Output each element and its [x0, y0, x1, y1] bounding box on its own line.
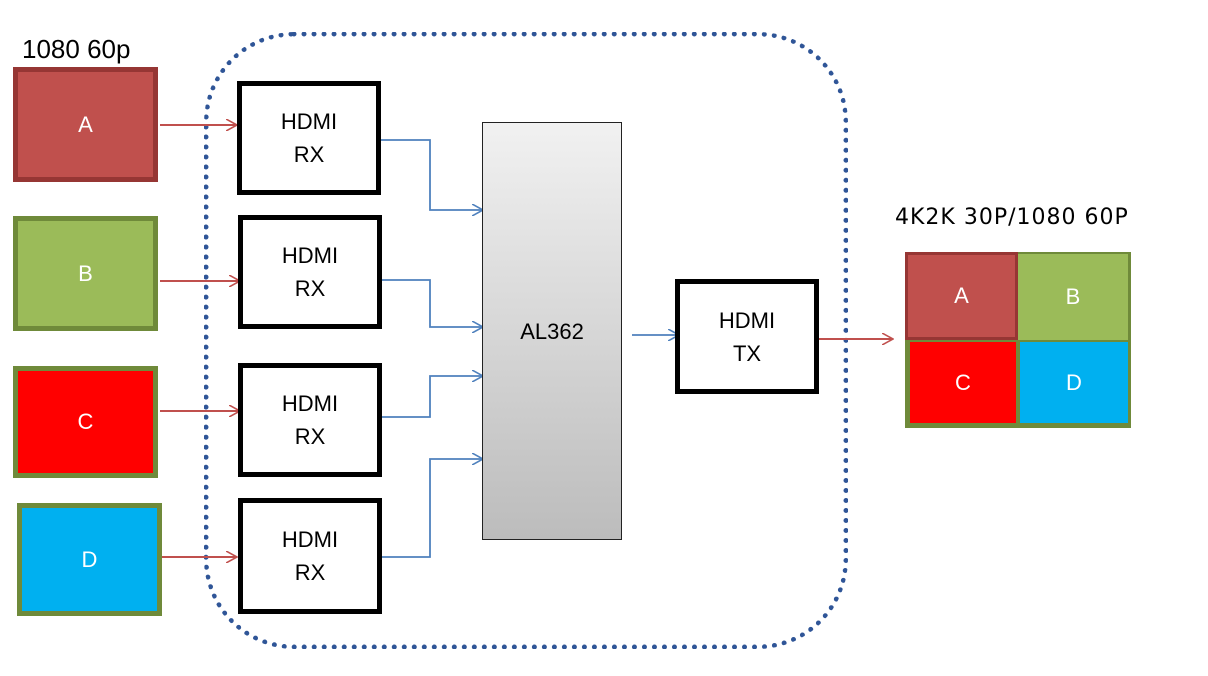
- output-quadrant-d: D: [1020, 342, 1128, 423]
- hdmi-tx-line1: HDMI: [718, 307, 776, 333]
- hdmi-rx-2-line2: RX: [294, 276, 326, 301]
- arrow-rx2-to-chip: [380, 279, 482, 327]
- hdmi-rx-1-line1: HDMI: [280, 109, 338, 134]
- hdmi-rx-2-line1: HDMI: [281, 243, 339, 268]
- output-quadrant-a-label: A: [954, 283, 969, 308]
- source-b-label: B: [78, 260, 93, 286]
- output-quadrant-c: C: [910, 342, 1016, 423]
- source-d-label: D: [81, 546, 98, 572]
- source-d: D: [17, 503, 162, 616]
- source-c-label: C: [77, 409, 94, 434]
- hdmi-rx-1-line2: RX: [293, 142, 325, 167]
- output-quadrant-b-label: B: [1065, 284, 1081, 309]
- arrow-rx3-to-chip: [380, 376, 482, 418]
- hdmi-rx-4-line1: HDMI: [281, 527, 339, 552]
- hdmi-rx-2: HDMI RX: [238, 215, 382, 329]
- output-quadrant-d-label: D: [1066, 369, 1082, 395]
- output-quadrant-a: A: [905, 252, 1018, 340]
- al362-chip: AL362: [482, 122, 622, 540]
- arrow-rx1-to-chip: [380, 139, 482, 210]
- hdmi-tx: HDMI TX: [675, 279, 819, 394]
- hdmi-rx-3-line1: HDMI: [281, 391, 339, 416]
- hdmi-rx-3-line2: RX: [294, 424, 326, 449]
- arrow-rx4-to-chip: [380, 459, 482, 558]
- al362-chip-label: AL362: [520, 319, 584, 344]
- source-a-label: A: [78, 111, 93, 137]
- output-format-label: 4K2K 30P/1080 60P: [895, 205, 1129, 230]
- input-format-label: 1080 60p: [22, 34, 131, 64]
- output-quadrant-c-label: C: [955, 369, 971, 395]
- source-c: C: [13, 366, 158, 478]
- source-a: A: [13, 67, 158, 182]
- hdmi-tx-line2: TX: [732, 340, 762, 366]
- hdmi-rx-4-line2: RX: [294, 560, 326, 585]
- hdmi-rx-3: HDMI RX: [238, 363, 382, 477]
- hdmi-rx-1: HDMI RX: [237, 81, 381, 195]
- hdmi-rx-4: HDMI RX: [238, 498, 382, 614]
- source-b: B: [13, 216, 158, 331]
- output-quadrant-b: B: [1018, 254, 1128, 340]
- system-boundary: [204, 32, 848, 649]
